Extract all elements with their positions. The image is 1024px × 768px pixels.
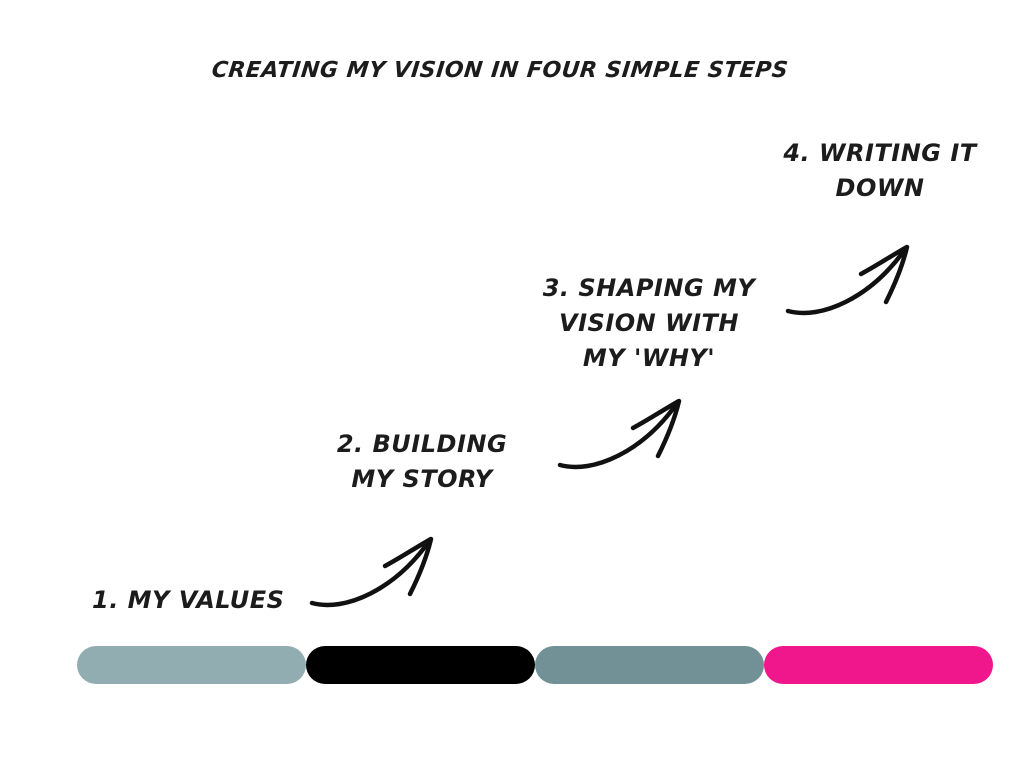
step-2-label: 2. BUILDING MY STORY [312, 427, 532, 497]
step-3-line-3: MY 'WHY' [582, 344, 716, 372]
step-3-label: 3. SHAPING MY VISION WITH MY 'WHY' [520, 271, 778, 376]
arrow-step-3-to-4-icon [785, 244, 910, 316]
step-2-line-2: MY STORY [351, 465, 493, 493]
bar-segment-step-2 [306, 646, 535, 684]
bar-segment-step-3 [535, 646, 764, 684]
diagram-title: CREATING MY VISION IN FOUR SIMPLE STEPS [210, 58, 790, 83]
step-4-line-2: DOWN [835, 174, 925, 202]
step-1-line-1: 1. MY VALUES [92, 586, 285, 614]
step-4-line-1: 4. WRITING IT [783, 139, 977, 167]
bar-segment-step-1 [77, 646, 306, 684]
arrow-step-1-to-2-icon [309, 536, 434, 608]
step-4-label: 4. WRITING IT DOWN [760, 136, 1000, 206]
step-1-label: 1. MY VALUES [92, 583, 285, 618]
bar-segment-step-4 [764, 646, 993, 684]
arrow-step-2-to-3-icon [557, 398, 682, 470]
step-3-line-1: 3. SHAPING MY [542, 274, 756, 302]
step-3-line-2: VISION WITH [559, 309, 739, 337]
steps-progress-bar [77, 646, 993, 684]
step-2-line-1: 2. BUILDING [336, 430, 508, 458]
